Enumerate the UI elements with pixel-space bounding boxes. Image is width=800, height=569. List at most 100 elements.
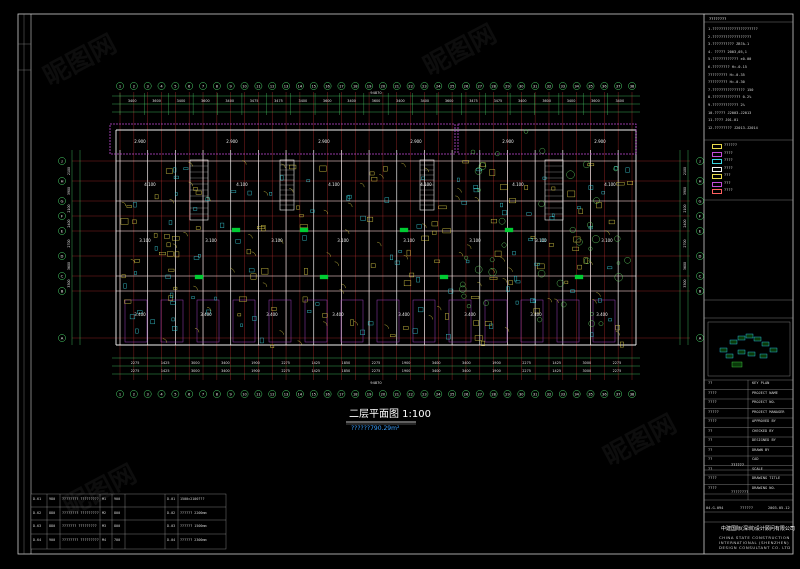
key-plan-block	[769, 347, 778, 353]
axis-bubble	[199, 390, 207, 398]
dimension-label: 3475	[469, 99, 478, 103]
plumbing-fixture	[347, 194, 352, 199]
axis-bubble	[448, 390, 456, 398]
dimension-label: 1425	[552, 361, 561, 365]
drawing-code: ??????	[731, 463, 744, 467]
dimension-label: 1425	[311, 369, 320, 373]
axis-label: 9	[230, 84, 233, 88]
schedule-cell-code: D-K1	[33, 497, 42, 501]
plumbing-fixture	[448, 288, 454, 294]
tag	[299, 227, 309, 233]
fixture	[250, 273, 257, 280]
axis-bubble	[296, 390, 304, 398]
plumbing-fixture	[598, 298, 602, 303]
axis-bubble	[58, 197, 66, 205]
schedule-cell-dim: 800	[114, 524, 121, 528]
fixture	[473, 320, 479, 326]
fixture	[434, 259, 441, 263]
axis-bubble	[531, 390, 539, 398]
axis-label: G	[699, 198, 702, 203]
room-outline	[160, 299, 184, 343]
planting	[583, 161, 591, 169]
room-outline	[520, 299, 544, 343]
axis-label: D	[699, 253, 702, 258]
dimension-label: 1900	[251, 369, 260, 373]
fixture	[572, 246, 579, 251]
planting	[537, 270, 546, 278]
plumbing-fixture	[506, 286, 510, 292]
planting	[470, 149, 476, 155]
fixture	[270, 344, 275, 348]
axis-bubble	[171, 82, 180, 90]
fixture	[564, 280, 569, 284]
title-row-label-en: DRAWING TITLE	[752, 476, 781, 480]
axis-bubble	[600, 390, 609, 398]
plumbing-fixture	[473, 185, 478, 190]
plumbing-fixture	[198, 254, 201, 258]
dimension-label: 2100	[683, 204, 687, 212]
plumbing-fixture	[214, 296, 217, 301]
fixture	[431, 221, 438, 227]
axis-label: 16	[325, 84, 330, 88]
axis-bubble	[58, 227, 66, 235]
dimension-label: 3900	[683, 187, 687, 195]
fixture	[489, 277, 498, 280]
axis-label: 30	[519, 84, 524, 88]
plumbing-fixture	[457, 177, 460, 182]
dimension-label: 3475	[274, 99, 283, 103]
fixture	[367, 216, 374, 222]
axis-label: 19	[367, 84, 372, 88]
room-elevation: 3.100	[601, 238, 613, 243]
axis-bubble	[379, 390, 387, 398]
plumbing-fixture	[230, 190, 237, 193]
axis-label: F	[699, 213, 701, 218]
axis-label: 30	[519, 392, 524, 396]
axis-label: 3	[147, 392, 149, 396]
plumbing-fixture	[625, 167, 630, 173]
fixture	[370, 263, 376, 268]
dimension-label: 2700	[67, 239, 71, 247]
axis-bubble	[282, 390, 290, 398]
dimension-label: 2275	[281, 369, 290, 373]
plumbing-fixture	[466, 259, 470, 264]
key-plan-block	[725, 353, 734, 359]
plumbing-fixture	[551, 213, 555, 218]
axis-bubble	[240, 390, 249, 398]
plumbing-fixture	[133, 201, 137, 208]
notes-heading: ????????	[709, 17, 727, 21]
axis-label: 1	[119, 84, 121, 88]
axis-bubble	[531, 82, 539, 90]
axis-label: 24	[436, 392, 441, 396]
axis-bubble	[545, 82, 553, 90]
axis-label: 35	[588, 392, 593, 396]
note-line: 3.?????????? ZB?A-1	[708, 42, 750, 47]
planting	[614, 273, 623, 282]
plumbing-fixture	[259, 337, 264, 344]
axis-label: E	[61, 228, 64, 233]
fixture	[261, 225, 266, 232]
dimension-label: 3600	[152, 99, 161, 103]
plumbing-fixture	[252, 316, 257, 321]
axis-bubble	[462, 82, 470, 90]
planting	[584, 257, 591, 264]
dimension-label: 2275	[522, 369, 531, 373]
axis-label: 2	[133, 84, 135, 88]
axis-label: 21	[394, 392, 399, 396]
axis-bubble	[696, 287, 704, 295]
title-row-label-cn: ????	[708, 400, 717, 404]
title-row-label-en: PROJECT NAME	[752, 390, 778, 395]
plumbing-fixture	[542, 176, 547, 180]
key-plan-block	[737, 335, 746, 341]
dimension-label: 1850	[342, 369, 351, 373]
title-row-label-cn: ??	[708, 428, 713, 433]
legend-label: ????	[724, 158, 733, 162]
fixture	[470, 296, 480, 299]
fixture	[627, 181, 633, 185]
door-swing	[403, 255, 408, 260]
plumbing-fixture	[500, 202, 503, 208]
axis-bubble	[254, 82, 263, 90]
plumbing-fixture	[367, 321, 374, 326]
plumbing-fixture	[360, 215, 366, 221]
axis-bubble	[586, 82, 595, 90]
schedule-cell-rem: D-01	[167, 497, 176, 501]
